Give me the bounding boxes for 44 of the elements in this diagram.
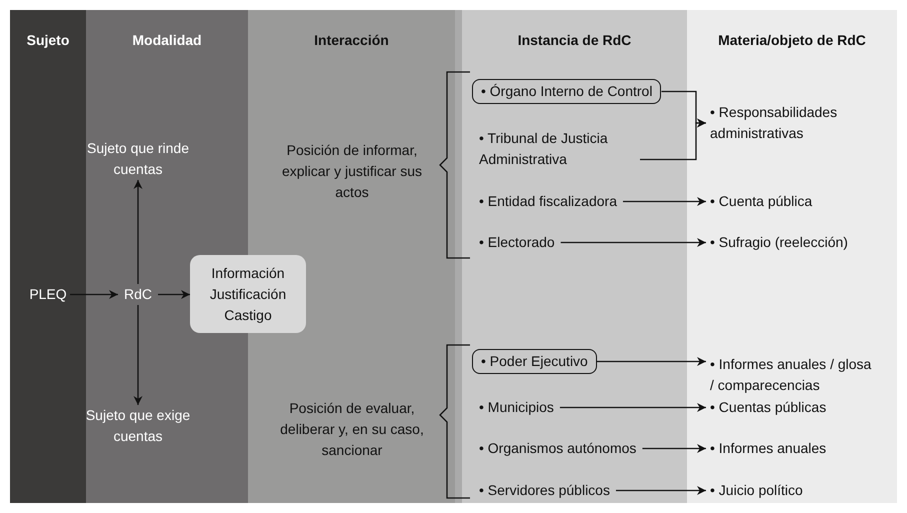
list-item: • Cuentas públicas [706, 397, 832, 418]
column-band [10, 10, 86, 503]
arrow [642, 444, 706, 453]
arrow [560, 403, 706, 412]
column-heading: Interacción [313, 32, 390, 48]
list-item: • Juicio político [706, 480, 809, 501]
arrow [134, 180, 142, 284]
column-heading: Sujeto [26, 32, 70, 48]
column-band [687, 10, 897, 503]
node-text: Información Justificación Castigo [208, 264, 288, 325]
list-item: • Informes anuales [706, 438, 832, 459]
arrow [158, 290, 190, 299]
arrow [640, 118, 706, 160]
column-heading: Modalidad [131, 32, 203, 48]
column-band [455, 10, 687, 503]
list-item: • Organismos autónomos [475, 438, 642, 459]
node-label: Sujeto que exige cuentas [83, 405, 193, 447]
arrow [596, 357, 706, 366]
list-item: • Municipios [475, 397, 560, 418]
list-item: • Sufragio (reelección) [706, 232, 854, 253]
list-item: • Servidores públicos [475, 480, 616, 501]
arrow [560, 238, 706, 247]
list-item: • Entidad fiscalizadora [475, 191, 623, 212]
node-label: Sujeto que rinde cuentas [83, 138, 193, 180]
arrow [70, 290, 118, 299]
arrow [134, 305, 142, 405]
node-label: PLEQ [26, 284, 70, 305]
node-label: RdC [118, 284, 158, 305]
outlined-item [472, 79, 662, 104]
node-label: Posición de informar, explicar y justificar sus actos [268, 140, 436, 203]
list-item: • Cuenta pública [706, 191, 818, 212]
arrow [616, 486, 706, 495]
column-heading: Instancia de RdC [516, 32, 632, 48]
column-heading: Materia/objeto de RdC [717, 32, 867, 48]
node-text: • Poder Ejecutivo [481, 353, 588, 369]
outlined-item [472, 349, 597, 374]
list-item: • Tribunal de Justicia Administrativa [475, 128, 640, 170]
node-text: • Órgano Interno de Control [481, 83, 652, 99]
list-item: • Responsabilidades administrativas [706, 102, 876, 144]
rounded-box [190, 255, 306, 333]
list-item: • Informes anuales / glosa / comparecencias [706, 354, 881, 396]
arrow [622, 197, 706, 206]
list-item: • Electorado [475, 232, 561, 253]
node-label: Posición de evaluar, deliberar y, en su caso, sancionar [268, 398, 436, 461]
